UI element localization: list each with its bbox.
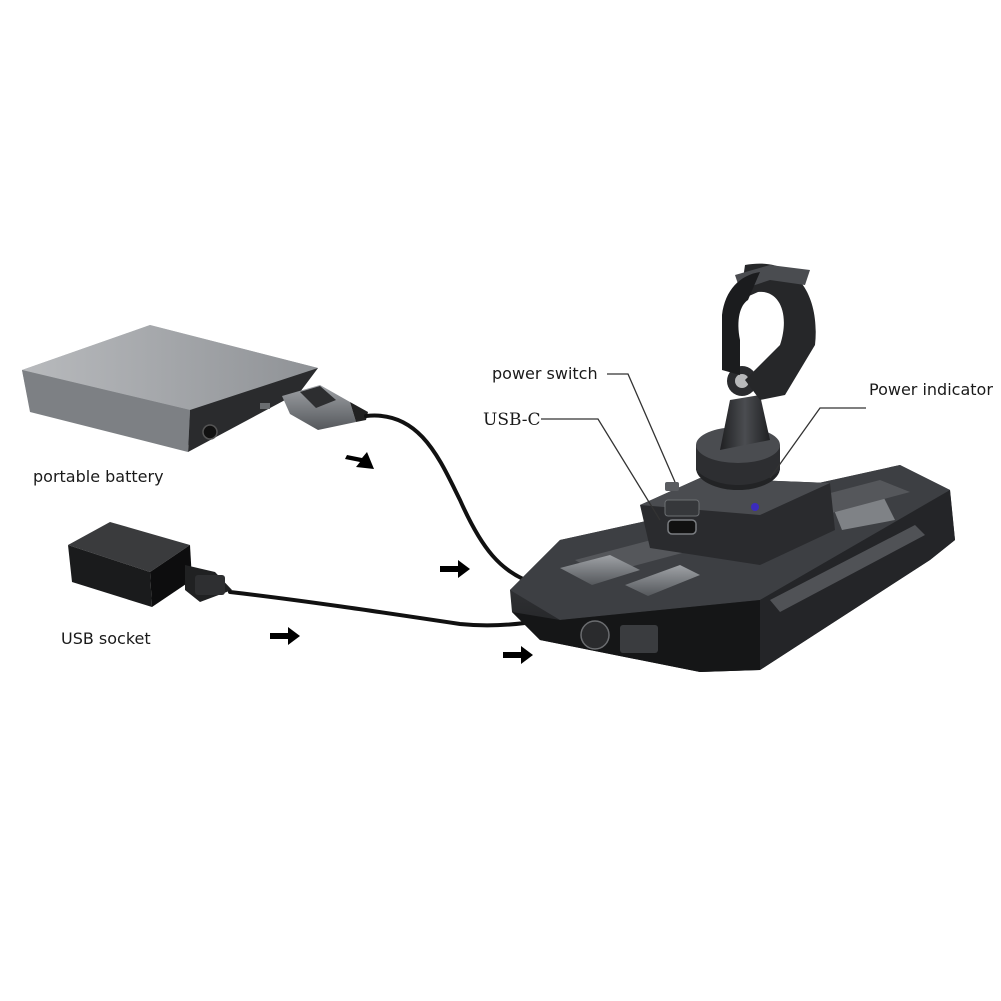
usb-socket — [68, 522, 232, 607]
battery-usb-plug — [282, 385, 368, 430]
usb-c-leader — [541, 418, 661, 521]
power-indicator-label: Power indicator — [869, 380, 993, 399]
arrow-icon-4 — [503, 646, 533, 664]
usb-c-label: USB-C — [483, 410, 541, 430]
power-switch-leader — [607, 373, 676, 483]
power-switch-label: power switch — [492, 364, 598, 383]
callout-lines — [541, 373, 866, 521]
direction-arrows — [270, 452, 533, 664]
usb-socket-label: USB socket — [61, 629, 151, 648]
arrow-icon-2 — [440, 560, 470, 578]
portable-battery-label: portable battery — [33, 467, 164, 486]
phone-mount-device — [510, 263, 955, 672]
portable-battery — [22, 325, 318, 452]
power-indicator-leader — [769, 407, 866, 479]
arrow-icon-3 — [270, 627, 300, 645]
arrow-icon-1 — [345, 452, 374, 469]
